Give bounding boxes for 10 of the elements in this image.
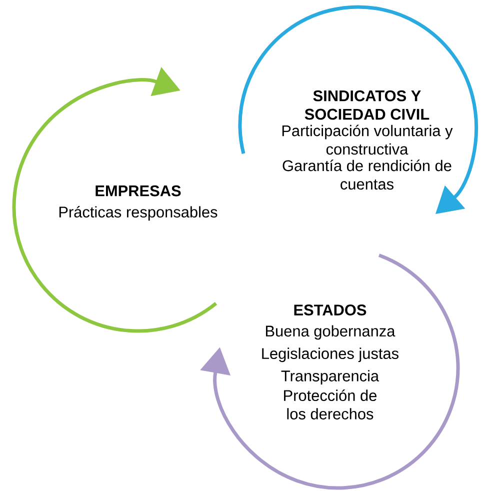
node-text: Protección de los derechos [284,390,376,420]
node-text: Prácticas responsables [59,206,218,221]
node-text: Garantía de rendición de cuentas [282,160,452,190]
node-text: Legislaciones justas [262,348,398,362]
node-text: Buena gobernanza [266,325,396,340]
node-title: EMPRESAS [96,185,181,196]
node-text: Participación voluntaria y constructiva [282,124,453,155]
node-text: Transparencia [281,370,380,384]
node-title: ESTADOS [294,304,366,316]
node-title: SINDICATOS Y SOCIEDAD CIVIL [304,90,430,120]
